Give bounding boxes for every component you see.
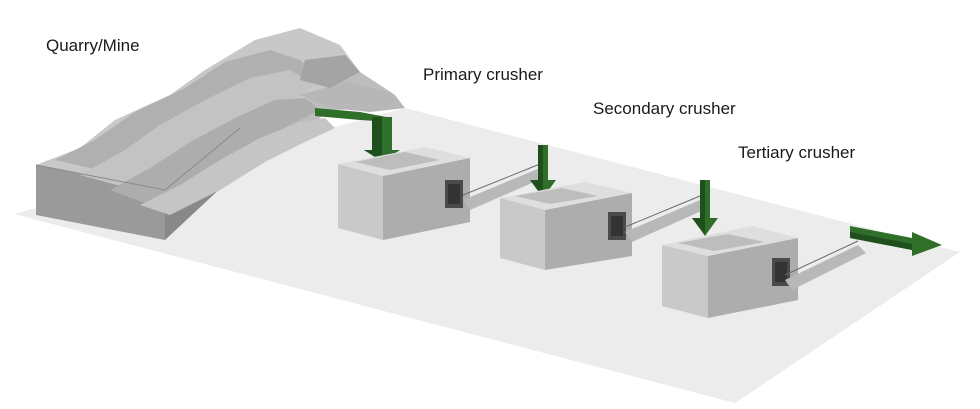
ground-plane [14,108,960,403]
secondary-input-arrow [530,145,556,198]
tertiary-input-arrow [692,180,718,236]
secondary-crusher-label: Secondary crusher [593,99,736,118]
primary-crusher [338,147,548,240]
quarry-output-arrow [315,108,400,162]
final-output-arrow [850,226,942,256]
quarry-mine-terrain [35,28,405,240]
tertiary-crusher [662,226,866,318]
secondary-crusher [500,182,708,270]
quarry-mine-label: Quarry/Mine [46,36,140,55]
primary-crusher-label: Primary crusher [423,65,543,84]
tertiary-crusher-label: Tertiary crusher [738,143,856,162]
